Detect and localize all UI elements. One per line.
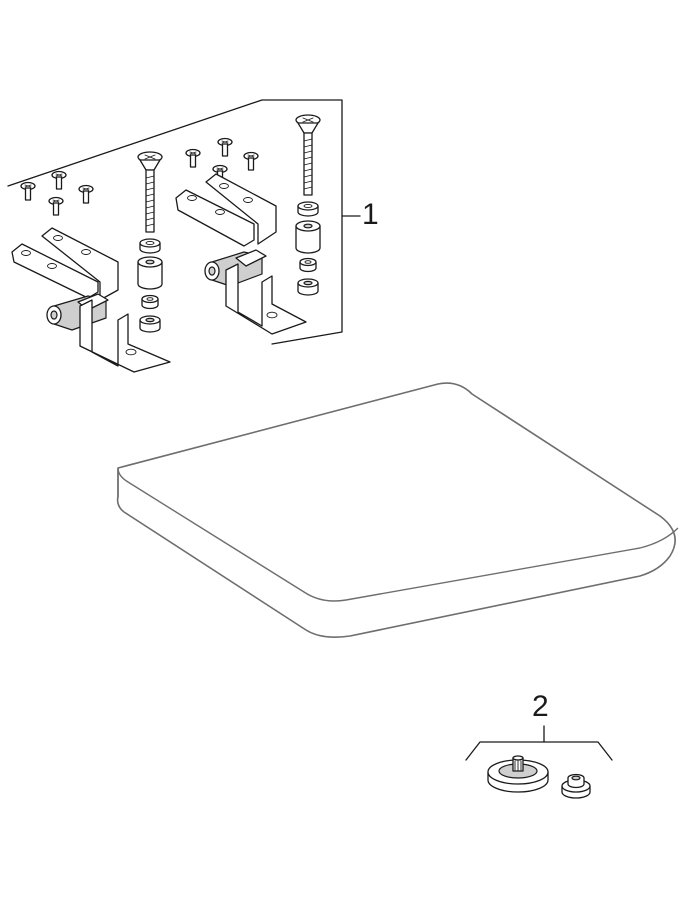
long-bolt-left	[137, 151, 163, 233]
buffer-disc	[487, 755, 549, 793]
callout-label-1: 1	[362, 198, 379, 231]
spacer-stack-left	[137, 238, 163, 333]
hinge-right	[175, 173, 307, 335]
spacer-stack-right	[295, 201, 321, 296]
seat-lid	[116, 382, 679, 638]
small-screw	[20, 181, 36, 201]
hinge-left	[11, 227, 171, 373]
small-screw	[185, 148, 201, 168]
small-screw	[48, 196, 64, 216]
bracket-group-2	[465, 725, 613, 761]
long-bolt-right	[295, 114, 321, 196]
small-screw	[217, 137, 233, 157]
callout-label-2: 2	[532, 690, 549, 723]
small-screws	[20, 137, 259, 216]
small-screw	[51, 170, 67, 190]
bracket-group-1	[7, 99, 361, 345]
small-screw	[243, 151, 259, 171]
small-screw	[78, 184, 94, 204]
buffer-cap	[561, 773, 591, 799]
